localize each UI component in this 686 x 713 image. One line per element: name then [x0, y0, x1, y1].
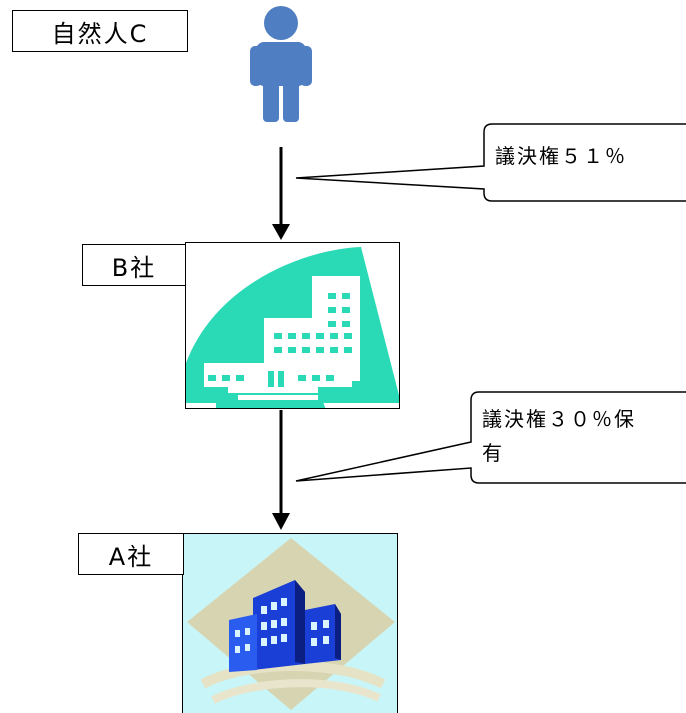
company-b-building-icon — [186, 247, 399, 408]
company-a-label: A社 — [78, 533, 184, 575]
callout-30-text: 議決権３０％保 有 — [482, 402, 636, 470]
company-a-label-text: A社 — [108, 542, 154, 571]
company-b-building-picture — [185, 242, 400, 409]
arrow-b-to-a — [272, 410, 290, 530]
callout-51-bubble — [295, 123, 686, 202]
callout-51-label: 議決権５１％ — [495, 144, 627, 168]
callout-30-label-line1: 議決権３０％保 — [482, 407, 636, 431]
company-b-label-text: B社 — [111, 253, 157, 282]
callout-30-label-line2: 有 — [482, 441, 504, 465]
company-a-building-icon — [187, 538, 395, 710]
person-c-label: 自然人C — [12, 10, 188, 52]
arrow-c-to-b — [272, 147, 290, 240]
person-icon — [250, 6, 312, 122]
company-a-building-picture — [182, 533, 398, 713]
person-c-label-text: 自然人C — [51, 19, 149, 48]
callout-51-text: 議決権５１％ — [495, 139, 627, 173]
company-b-label: B社 — [82, 244, 186, 286]
